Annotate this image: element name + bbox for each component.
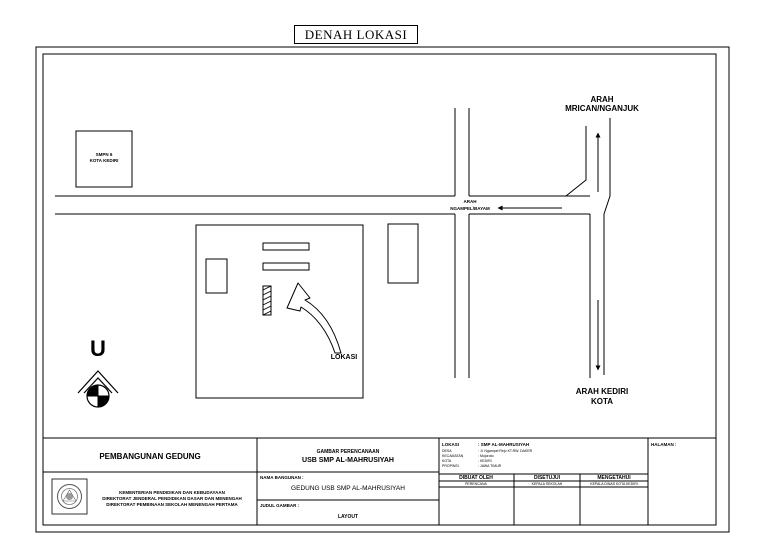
ministry-line3: DIREKTORAT PEMBINAAN SEKOLAH MENENGAH PE… (106, 502, 238, 507)
kota-key: KOTA (442, 459, 452, 463)
planned-building (262, 285, 272, 316)
smpn6-label-line1: SMPN 6 (96, 152, 113, 157)
lokasi-label: LOKASI (331, 354, 358, 361)
judul-gambar-label: JUDUL GAMBAR : (260, 503, 300, 508)
smpn6-label-line2: KOTA KEDIRI (90, 158, 119, 163)
title-block (43, 437, 716, 525)
arah-mrican-line1: ARAH (590, 95, 613, 104)
lokasi-arrow (286, 282, 342, 354)
ministry-line2: DIREKTORAT JENDERAL PENDIDIKAN DASAR DAN… (102, 496, 242, 501)
ministry-line1: KEMENTERIAN PENDIDIKAN DAN KEBUDAYAAN (119, 490, 225, 495)
arah-kediri-line2: KOTA (591, 397, 613, 406)
smpn6-building (75, 130, 133, 188)
arah-ngampel-line1: ARAH (464, 199, 477, 204)
building-block-north (262, 242, 310, 251)
building-block-middle (262, 262, 310, 271)
arah-kediri-line1: ARAH KEDIRI (576, 387, 628, 396)
ministry-logo (51, 478, 88, 515)
project-label: PEMBANGUNAN GEDUNG (99, 452, 200, 461)
drawing-title-line2: USB SMP AL-MAHRUSIYAH (302, 457, 394, 464)
road-mrican-east-edge (603, 118, 611, 215)
building-block-west (205, 258, 228, 294)
lokasi-key: LOKASI (442, 442, 459, 447)
north-chevron-icon (77, 370, 119, 394)
kota-value: : KEDIRI (478, 459, 492, 463)
sheet-inner-border (42, 53, 717, 526)
desa-value: : Jl. Ngampel Rejo KT.RW. DAKER (478, 449, 533, 453)
propinsi-value: : JAWA TIMUR (478, 464, 502, 468)
roads (55, 108, 611, 378)
dibuat-oleh-header: DIBUAT OLEH (459, 475, 493, 481)
halaman-label: HALAMAN : (651, 442, 677, 447)
arah-mrican-line2: MRICAN/NGANJUK (565, 104, 639, 113)
disetujui-header: DISETUJUI (534, 475, 561, 481)
north-letter: U (90, 336, 106, 361)
mengetahui-subheader: KEPALA DINAS KOTA KEDIRI (590, 482, 638, 486)
desa-key: DESA (442, 449, 452, 453)
road-mrican-west-edge (565, 126, 587, 197)
kecamatan-value: : Mojoroto (478, 454, 494, 458)
disetujui-subheader: KEPALA SEKOLAH (532, 482, 563, 486)
arah-ngampel-line2: NGAMPEL/BAYAM (450, 206, 490, 211)
propinsi-key: PROPINSI (442, 464, 459, 468)
kecamatan-key: KECAMATAN (442, 454, 464, 458)
drawing-title: DENAH LOKASI (294, 25, 418, 44)
school-site-boundary (195, 224, 364, 399)
sheet-outer-border (35, 46, 730, 533)
judul-gambar-value: LAYOUT (338, 514, 358, 520)
nama-bangunan-label: NAMA BANGUNAN : (260, 475, 304, 480)
drawing-title-line1: GAMBAR PERENCANAAN (317, 449, 380, 455)
north-symbol: U (77, 336, 119, 408)
nama-bangunan-value: GEDUNG USB SMP AL-MAHRUSIYAH (291, 485, 405, 492)
lokasi-value: : SMP AL-MAHRUSIYAH (478, 442, 529, 447)
dibuat-subheader: PERENCANA (465, 482, 487, 486)
building-block-east (387, 223, 419, 284)
mengetahui-header: MENGETAHUI (597, 475, 631, 481)
